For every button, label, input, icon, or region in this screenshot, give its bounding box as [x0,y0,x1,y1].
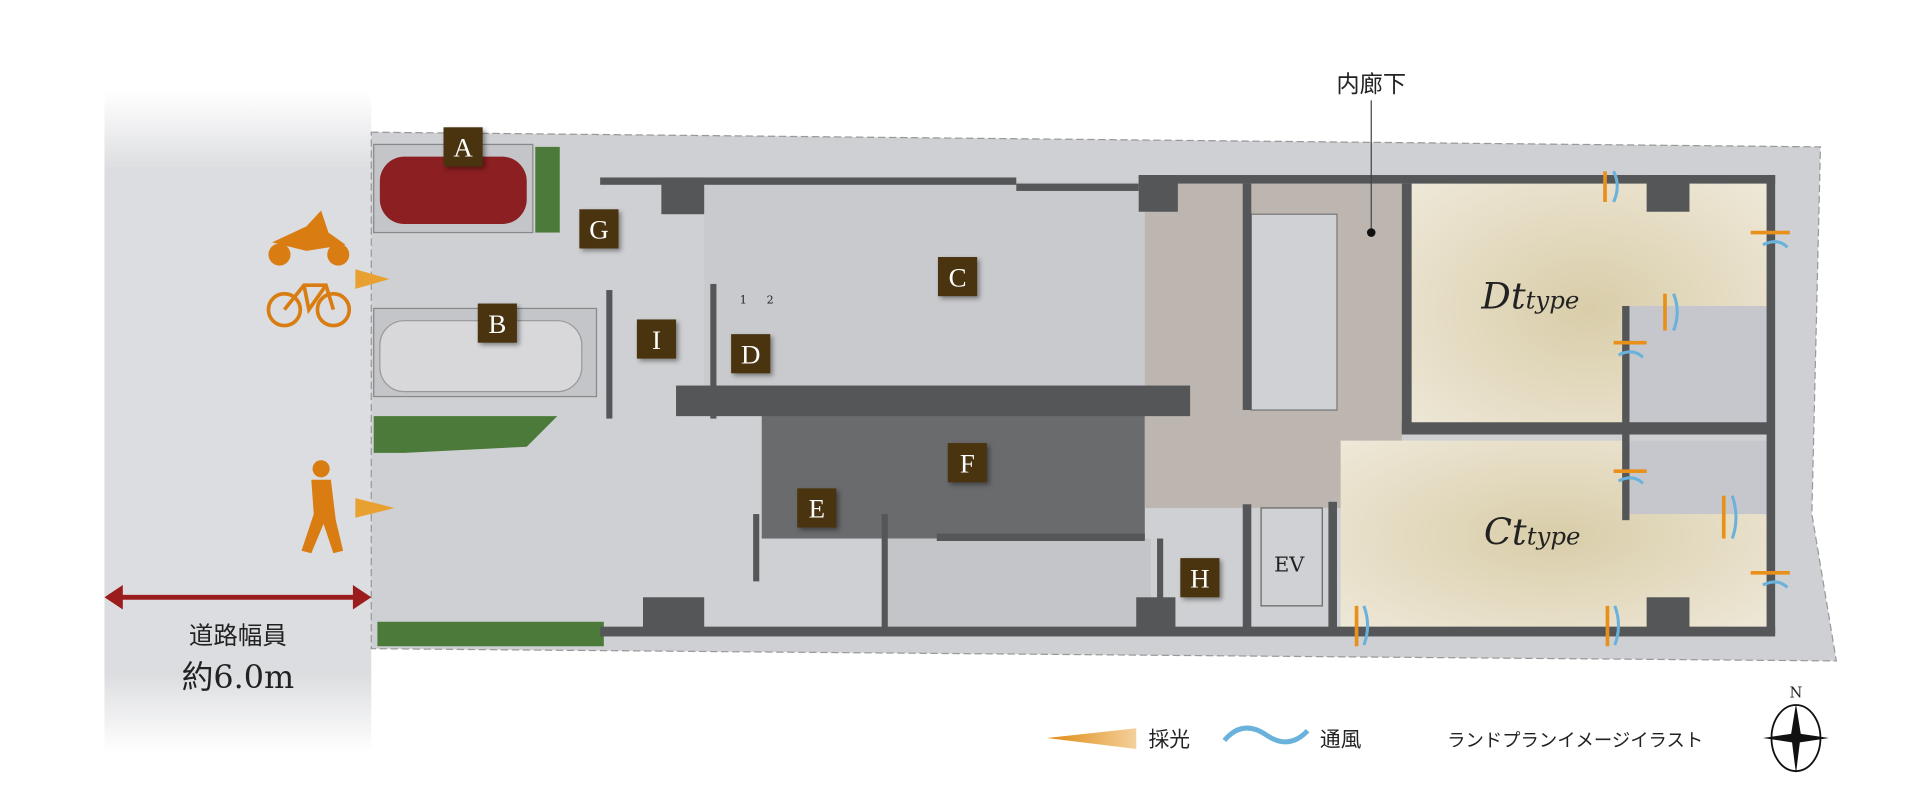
room [887,538,1151,631]
svg-text:H: H [1190,563,1209,593]
parking-number: 1 [740,294,747,307]
light-legend-icon [1046,728,1137,750]
room [1628,305,1770,429]
planting [535,146,560,233]
elevator [1260,507,1323,607]
marker-f: F [947,443,987,483]
motorcycle-icon [268,210,350,266]
planting [377,621,604,647]
marker-i: I [636,319,677,359]
marker-e: E [797,488,837,528]
svg-text:E: E [809,494,825,524]
marker-g: G [579,209,619,249]
marker-a: A [443,127,483,167]
road-width-value: 約6.0m [182,658,295,696]
svg-text:B: B [488,309,506,339]
svg-text:N: N [1790,685,1803,702]
marker-b: B [477,303,517,343]
road [104,91,372,753]
planting [373,416,558,453]
entrance-arrow-icon [355,269,390,289]
svg-text:A: A [453,133,473,163]
road-width-label: 道路幅員 [189,621,287,650]
room [1628,440,1770,515]
lighting-wind-marks [1354,170,1790,647]
svg-text:C: C [949,262,967,292]
marker-c: C [937,257,978,297]
walls [600,175,1776,637]
car-red-icon [379,156,527,224]
corridor-dot [1366,228,1376,237]
bicycle-icon [266,283,352,328]
svg-text:D: D [741,340,760,370]
unit-label-ct: Cttype [1484,511,1581,554]
road-width-arrow [104,585,372,610]
corridor-label: 内廊下 [1336,71,1406,98]
svg-text:F: F [960,448,975,478]
illustration-caption: ランドプランイメージイラスト [1447,731,1703,752]
compass-icon: N [1762,685,1830,774]
elevator-label: EV [1274,553,1305,577]
pedestrian-icon [301,460,344,554]
marker-d: D [731,334,771,374]
entrance-arrow-icon [355,498,395,518]
wind-legend-label: 通風 [1320,728,1362,752]
marker-h: H [1180,558,1220,598]
stairs [1250,213,1338,411]
light-legend-label: 採光 [1148,728,1190,752]
unit-label-dt: Dttype [1480,274,1579,317]
parking-number: 2 [767,294,774,307]
svg-text:I: I [652,325,661,355]
wind-legend-icon [1222,725,1310,745]
svg-text:G: G [589,215,608,245]
